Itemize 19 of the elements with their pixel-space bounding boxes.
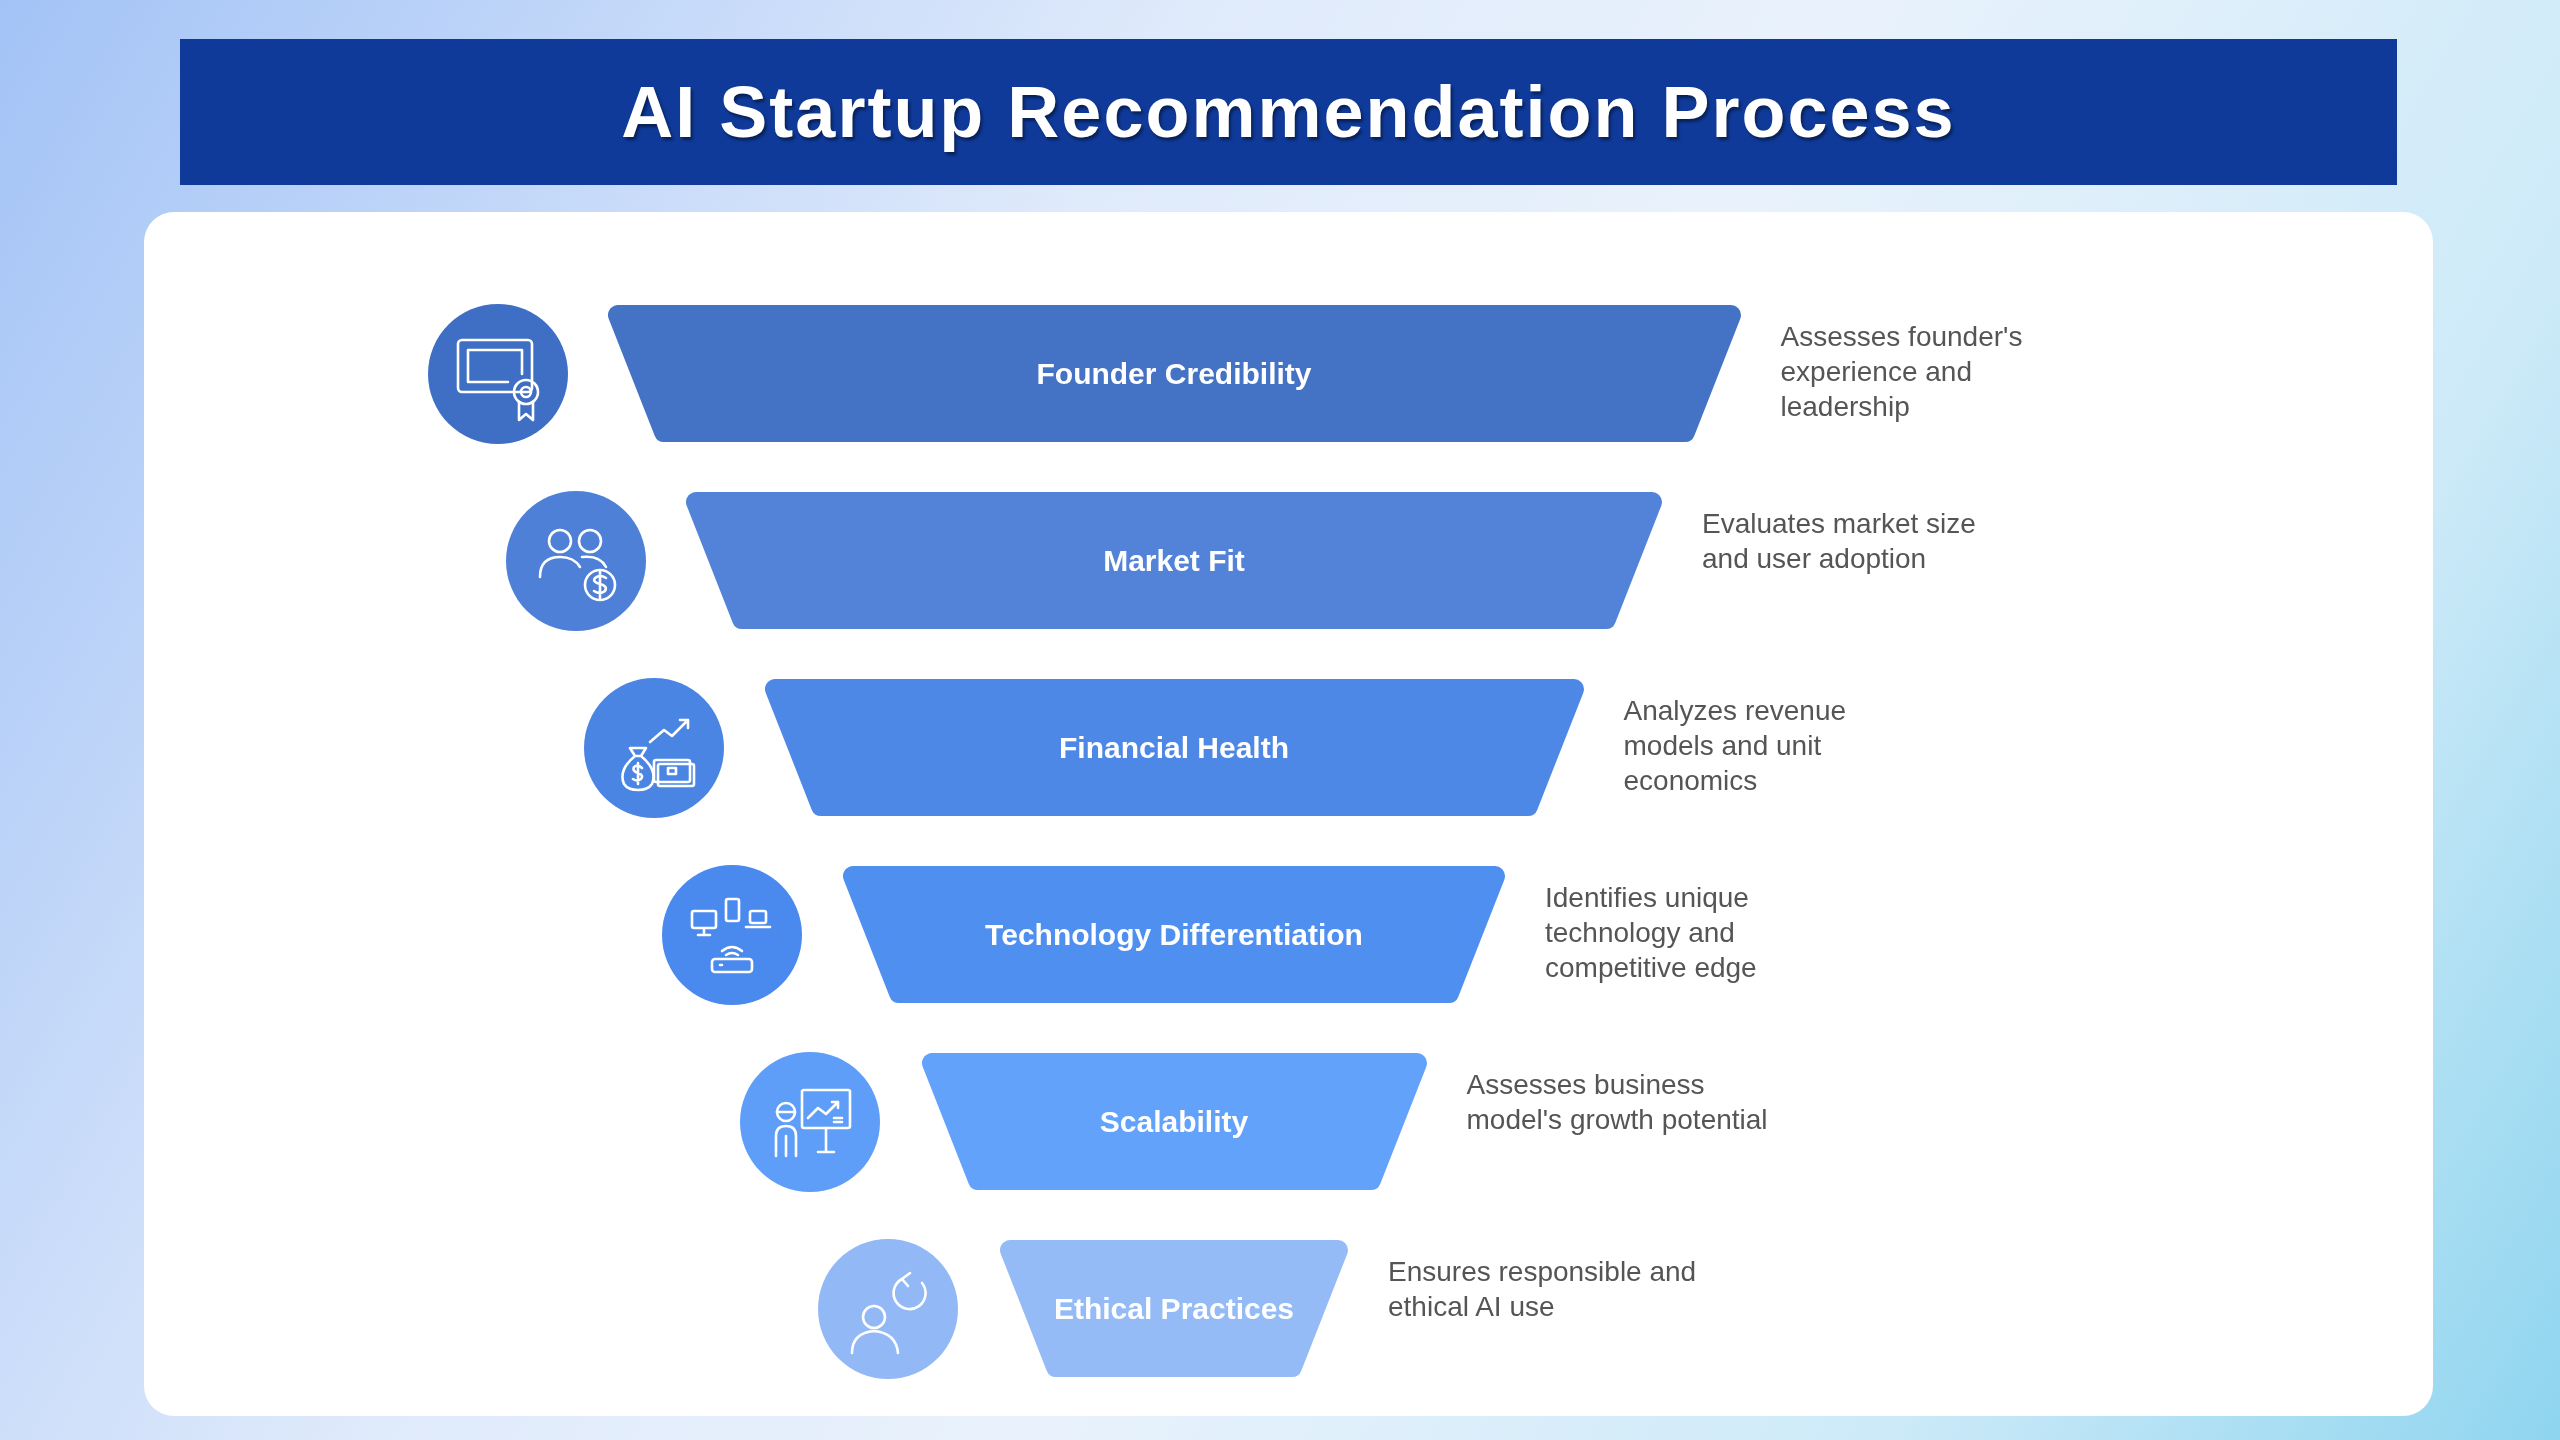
stage-label: Financial Health	[1058, 730, 1290, 765]
stage-label: Market Fit	[1103, 543, 1245, 578]
stage-label: Technology Differentiation	[985, 917, 1363, 952]
stage-description: Assesses business model's growth potential	[1466, 1068, 1769, 1137]
funnel-stage	[1000, 1240, 1348, 1377]
stage-description: Assesses founder's experience and leadership	[1780, 320, 2024, 424]
diagram-title: AI Startup Recommendation Process	[621, 71, 1956, 153]
funnel-stage	[843, 866, 1505, 1003]
funnel-stage	[921, 1053, 1427, 1190]
stage-label: Founder Credibility	[1036, 356, 1312, 391]
funnel-stage	[607, 305, 1741, 442]
funnel-stage	[764, 679, 1584, 816]
stage-description: Analyzes revenue models and unit economics	[1623, 694, 1848, 798]
stage-label: Scalability	[1099, 1104, 1249, 1139]
stage-description: Identifies unique technology and competitive edge	[1545, 881, 1758, 985]
stage-label: Ethical Practices	[1053, 1291, 1295, 1326]
funnel-stage	[686, 492, 1662, 629]
stage-description: Evaluates market size and user adoption	[1702, 507, 1977, 576]
stage-description: Ensures responsible and ethical AI use	[1388, 1255, 1698, 1324]
